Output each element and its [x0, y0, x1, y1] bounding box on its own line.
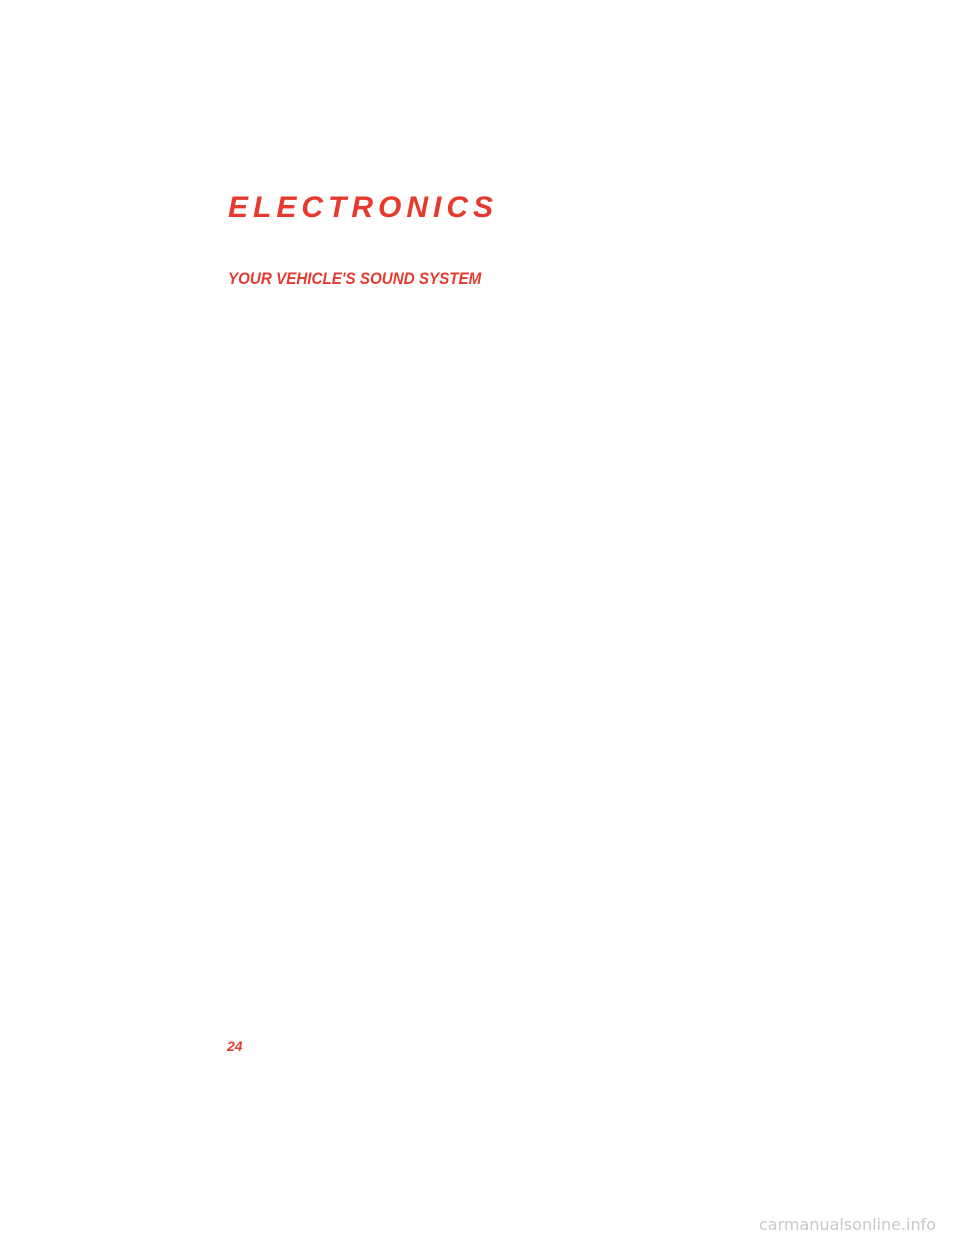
- subsection-title: YOUR VEHICLE'S SOUND SYSTEM: [228, 270, 482, 288]
- page-number: 24: [227, 1038, 243, 1054]
- watermark: carmanualsonline.info: [759, 1215, 937, 1234]
- section-title: ELECTRONICS: [228, 191, 499, 224]
